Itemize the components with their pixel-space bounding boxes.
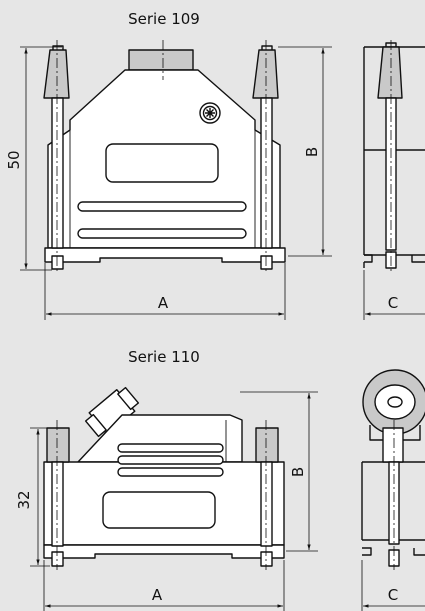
serie-110-title: Serie 110	[128, 348, 200, 366]
dimension-depth: B	[240, 391, 318, 552]
serie-109-group: Serie 109	[5, 10, 425, 320]
width-label: A	[158, 294, 169, 312]
dimension-height: 32	[15, 427, 50, 567]
serie-110-side-view: C	[361, 369, 425, 611]
locking-screw-right	[255, 427, 279, 567]
label-window	[105, 143, 219, 183]
side-label: C	[388, 294, 398, 312]
serie-109-title: Serie 109	[128, 10, 200, 28]
label-window	[102, 491, 216, 529]
housing-base	[43, 544, 285, 559]
vent-slot-1	[117, 443, 224, 453]
dimension-depth: B	[278, 46, 332, 257]
cable-entry-block	[128, 49, 194, 71]
height-label: 32	[15, 490, 33, 509]
locking-screw-left	[43, 45, 70, 270]
serie-110-group: Serie 110	[15, 348, 425, 611]
vent-slot-3	[117, 467, 224, 477]
vent-slot-2	[117, 455, 224, 465]
dimension-height: 50	[5, 46, 62, 271]
side-label: C	[388, 586, 398, 604]
serie-110-front-view	[43, 386, 285, 570]
locking-screw-right	[252, 45, 279, 270]
width-label: A	[152, 586, 163, 604]
serie-109-front-view	[43, 40, 286, 272]
vent-slot-1	[77, 201, 247, 212]
housing-base	[44, 247, 286, 263]
height-label: 50	[5, 150, 23, 169]
dimension-width: A	[43, 560, 285, 611]
depth-label: B	[303, 147, 321, 157]
angled-cable-entry	[84, 386, 140, 438]
vent-slot-2	[77, 228, 247, 239]
dimension-width: A	[44, 263, 286, 320]
depth-label: B	[289, 467, 307, 477]
serie-109-side-view: C	[363, 40, 425, 320]
locking-screw-left	[46, 427, 70, 567]
